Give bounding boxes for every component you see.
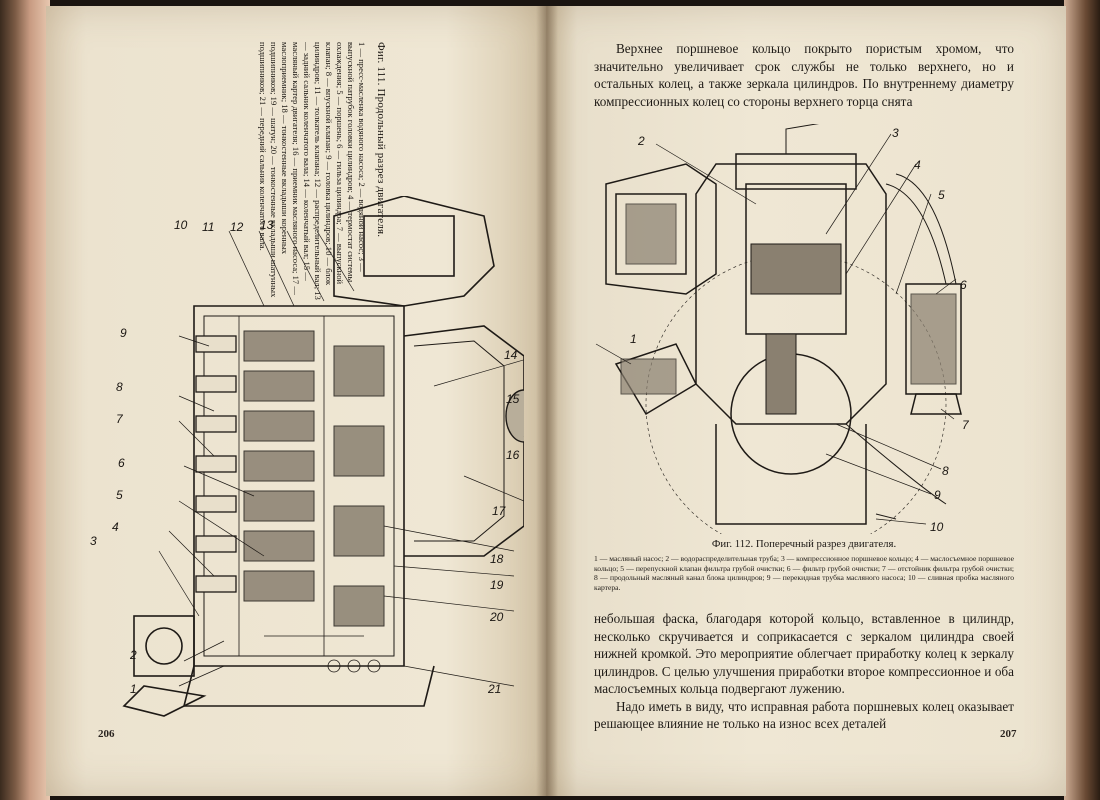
body-paragraph-2: Надо иметь в виду, что исправная работа …	[594, 698, 1014, 732]
callout-111-20: 20	[490, 610, 504, 624]
left-page: Фиг. 111. Продольный разрез двигателя. 1…	[46, 6, 546, 796]
figure-111-legend: 1 — пресс-масленка водяного насоса; 2 — …	[258, 42, 367, 300]
callout-111-13: 13	[260, 218, 274, 232]
callout-112-4: 4	[914, 158, 921, 172]
callout-111-18: 18	[490, 552, 504, 566]
callout-111-11: 11	[202, 220, 215, 234]
callout-111-15: 15	[506, 392, 520, 406]
callout-112-6: 6	[960, 278, 967, 292]
callout-111-16: 16	[506, 448, 520, 462]
figure-111-caption: Фиг. 111. Продольный разрез двигателя. 1…	[236, 42, 496, 300]
callout-111-19: 19	[490, 578, 504, 592]
book-edge-right	[1064, 0, 1100, 800]
callout-111-3: 3	[90, 534, 97, 548]
callout-111-14: 14	[504, 348, 518, 362]
callout-112-8: 8	[942, 464, 949, 478]
figure-111-title: Фиг. 111. Продольный разрез двигателя.	[375, 42, 387, 238]
callout-111-12: 12	[230, 220, 244, 234]
callout-111-2: 2	[130, 648, 137, 662]
page-number-right: 207	[1000, 728, 1017, 740]
callout-112-2: 2	[638, 134, 645, 148]
callout-112-7: 7	[962, 418, 969, 432]
book-gutter	[536, 6, 558, 796]
callout-111-17: 17	[492, 504, 506, 518]
cross-section-drawing	[595, 124, 962, 534]
callout-112-10: 10	[930, 520, 944, 534]
figure-112-title: Фиг. 112. Поперечный разрез двигателя.	[711, 538, 897, 550]
callout-111-5: 5	[116, 488, 123, 502]
callout-111-7: 7	[116, 412, 123, 426]
callout-112-3: 3	[892, 126, 899, 140]
top-paragraph: Верхнее поршневое кольцо покрыто пористы…	[594, 40, 1014, 110]
callout-111-21: 21	[488, 682, 502, 696]
top-paragraph-text: Верхнее поршневое кольцо покрыто пористы…	[594, 41, 1014, 109]
callout-112-9: 9	[934, 488, 941, 502]
callout-111-4: 4	[112, 520, 119, 534]
body-text: небольшая фаска, благодаря которой кольц…	[594, 610, 1014, 733]
callout-111-1: 1	[130, 682, 137, 696]
callout-111-10: 10	[174, 218, 188, 232]
figure-112-legend: 1 — масляный насос; 2 — водораспределите…	[594, 554, 1014, 592]
right-page: Верхнее поршневое кольцо покрыто пористы…	[546, 6, 1066, 796]
callout-112-5: 5	[938, 188, 945, 202]
figure-111-drawing	[104, 196, 524, 726]
body-paragraph-1: небольшая фаска, благодаря которой кольц…	[594, 611, 1014, 696]
longitudinal-section-drawing	[122, 196, 524, 717]
page-number-left: 206	[98, 728, 115, 740]
figure-112-drawing	[586, 124, 986, 534]
callout-111-9: 9	[120, 326, 127, 340]
book-edge-left	[0, 0, 50, 800]
callout-112-1: 1	[630, 332, 637, 346]
callout-111-6: 6	[118, 456, 125, 470]
callout-111-8: 8	[116, 380, 123, 394]
